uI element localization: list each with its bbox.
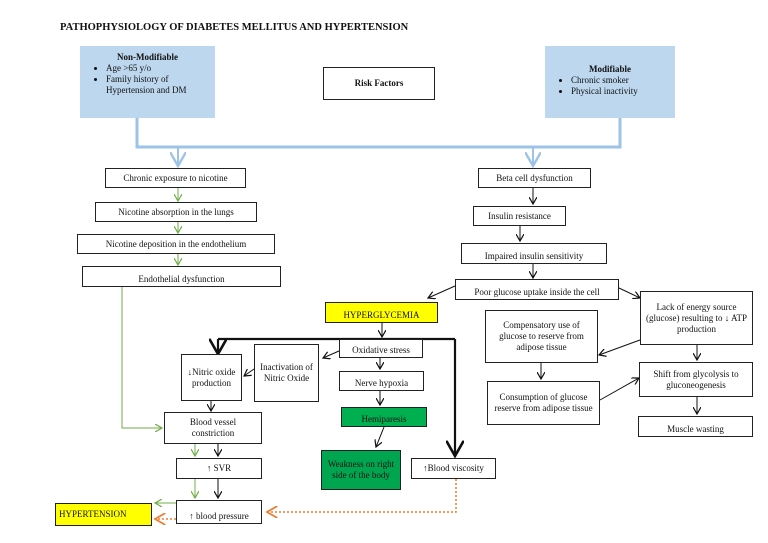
blood-pressure-box: ↑ blood pressure [176, 500, 262, 524]
compensatory-box: Compensatory use of glucose to reserve f… [485, 310, 598, 363]
nerve-hypoxia-box: Nerve hypoxia [339, 371, 424, 391]
impaired-sensitivity-box: Impaired insulin sensitivity [461, 243, 607, 264]
hyperglycemia-box: HYPERGLYCEMIA [325, 302, 438, 323]
weakness-box: Weakness on right side of the body [321, 450, 401, 490]
muscle-wasting-box: Muscle wasting [638, 416, 753, 437]
endothelial-dysfunction-box: Endothelial dysfunction [82, 266, 281, 287]
svr-box: ↑ SVR [176, 458, 262, 479]
risk-connector [135, 118, 622, 149]
poor-glucose-uptake-box: Poor glucose uptake inside the cell [455, 279, 619, 300]
hypertension-box: HYPERTENSION [55, 503, 152, 526]
nicotine-deposition-box: Nicotine deposition in the endothelium [77, 234, 275, 254]
non-modifiable-heading: Non-Modifiable [116, 52, 178, 62]
shift-box: Shift from glycolysis to gluconeogenesis [639, 362, 753, 397]
page-title: PATHOPHYSIOLOGY OF DIABETES MELLITUS AND… [60, 22, 409, 33]
vessel-constriction-box: Blood vessel constriction [164, 412, 262, 444]
hemiparesis-box: Hemiparesis [341, 407, 427, 427]
list-item: Age >65 y/o [106, 63, 207, 74]
modifiable-heading: Modifiable [589, 64, 631, 74]
nicotine-exposure-box: Chronic exposure to nicotine [105, 168, 246, 188]
list-item: Physical inactivity [571, 86, 667, 97]
consumption-box: Consumption of glucose reserve from adip… [487, 381, 600, 425]
list-item: Chronic smoker [571, 75, 667, 86]
blood-viscosity-box: ↑Blood viscosity [411, 458, 496, 479]
inactivation-box: Inactivation of Nitric Oxide [254, 344, 319, 402]
lack-energy-box: Lack of energy source (glucose) resultin… [640, 291, 753, 345]
insulin-resistance-box: Insulin resistance [473, 206, 566, 226]
nicotine-absorption-box: Nicotine absorption in the lungs [95, 202, 257, 222]
risk-factors-box: Risk Factors [323, 67, 435, 100]
nitric-oxide-box: ↓Nitric oxide production [181, 354, 242, 401]
oxidative-stress-box: Oxidative stress [339, 339, 423, 358]
beta-cell-box: Beta cell dysfunction [478, 168, 591, 188]
list-item: Family history of Hypertension and DM [106, 74, 207, 96]
non-modifiable-box: Non-Modifiable Age >65 y/oFamily history… [80, 46, 215, 118]
modifiable-box: Modifiable Chronic smokerPhysical inacti… [545, 46, 675, 118]
